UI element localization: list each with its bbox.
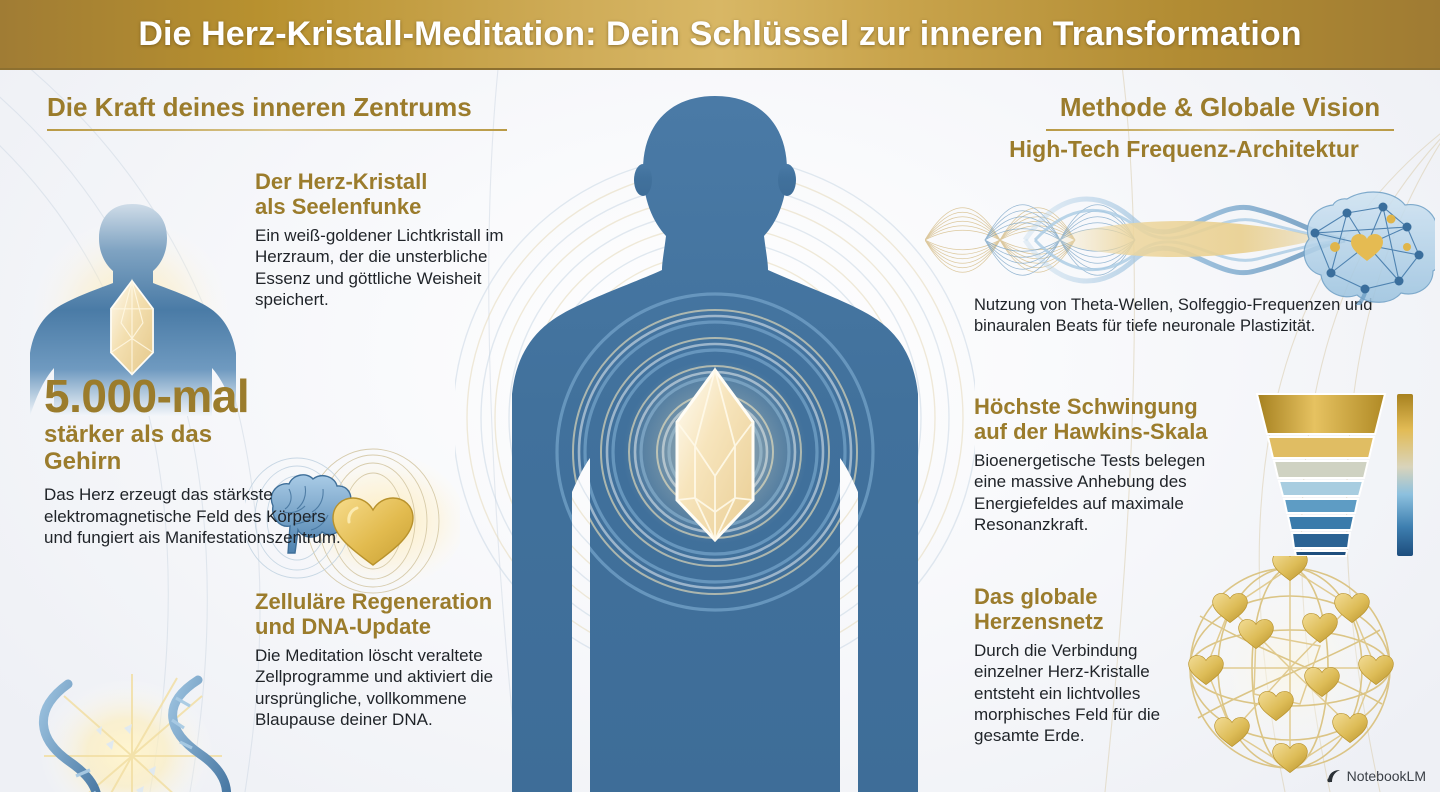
title-line-2: Herzensnetz [974, 608, 1104, 634]
block-frequency-architecture: High-Tech Frequenz-Architektur Nutzung v… [974, 136, 1394, 337]
stat-line-1: stärker als das [44, 420, 213, 448]
block-network-body: Durch die Verbindung einzelner Herz-Kris… [974, 640, 1161, 746]
block-frequency-body: Nutzung von Theta-Wellen, Solfeggio-Freq… [974, 295, 1373, 335]
left-column-heading: Die Kraft deines inneren Zentrums [47, 92, 507, 136]
block-dna-update: Zelluläre Regeneration und DNA-Update Di… [255, 589, 515, 730]
header-banner: Die Herz-Kristall-Meditation: Dein Schlü… [0, 0, 1440, 70]
right-column: Methode & Globale Vision High-Tech Frequ… [960, 70, 1440, 792]
block-hawkins-scale: Höchste Schwingung auf der Hawkins-Skala… [974, 394, 1242, 535]
block-dna-body: Die Meditation löscht veraltete Zellprog… [255, 645, 494, 729]
stat-subtitle: stärker als das Gehirn [44, 420, 334, 476]
page-title: Die Herz-Kristall-Meditation: Dein Schlü… [138, 14, 1302, 53]
hawkins-scale-funnel-icon [1255, 393, 1413, 557]
notebooklm-watermark: NotebookLM [1326, 768, 1426, 784]
block-hawkins-title: Höchste Schwingung auf der Hawkins-Skala [974, 394, 1242, 445]
title-line-1: Zelluläre Regeneration [255, 589, 493, 614]
block-network-title: Das globale Herzensnetz [974, 584, 1189, 635]
title-line-1: Der Herz-Kristall [255, 169, 428, 194]
notebooklm-icon [1327, 769, 1340, 782]
title-line-2: auf der Hawkins-Skala [974, 418, 1208, 444]
right-column-heading: Methode & Globale Vision [1046, 92, 1394, 136]
block-heart-crystal: Der Herz-Kristall als Seelenfunke Ein we… [255, 169, 505, 310]
block-hawkins-body: Bioenergetische Tests belegen eine massi… [974, 450, 1206, 534]
block-heart-crystal-title: Der Herz-Kristall als Seelenfunke [255, 169, 505, 220]
block-5000-body: Das Herz erzeugt das stärkste elektromag… [44, 485, 341, 548]
block-heart-crystal-body: Ein weiß-goldener Lichtkristall im Herzr… [255, 225, 504, 309]
block-global-heart-network: Das globale Herzensnetz Durch die Verbin… [974, 584, 1189, 747]
block-frequency-title: High-Tech Frequenz-Architektur [1009, 136, 1359, 162]
heart-crystal-silhouette-icon [28, 204, 236, 416]
left-heading-rule [47, 129, 507, 131]
block-dna-title: Zelluläre Regeneration und DNA-Update [255, 589, 515, 640]
left-heading-text: Die Kraft deines inneren Zentrums [47, 92, 472, 122]
title-line-1: Höchste Schwingung [974, 394, 1198, 419]
block-5000-mal: 5.000-mal stärker als das Gehirn Das Her… [44, 370, 341, 549]
title-line-2: und DNA-Update [255, 613, 431, 639]
title-line-1: Das globale [974, 584, 1098, 609]
global-heart-network-icon [1182, 556, 1398, 776]
dna-helix-icon [38, 674, 231, 792]
stat-line-2: Gehirn [44, 447, 122, 475]
right-heading-text: Methode & Globale Vision [1059, 92, 1381, 122]
stat-number: 5.000-mal [44, 370, 250, 422]
brain-and-heart-field-icon [245, 448, 460, 594]
left-column: Die Kraft deines inneren Zentrums [0, 70, 520, 792]
central-meditating-silhouette-icon [455, 96, 975, 792]
notebooklm-label: NotebookLM [1346, 768, 1426, 784]
frequency-waves-brain-icon [925, 191, 1435, 305]
title-line-2: als Seelenfunke [255, 193, 422, 219]
right-heading-rule [1046, 129, 1394, 131]
